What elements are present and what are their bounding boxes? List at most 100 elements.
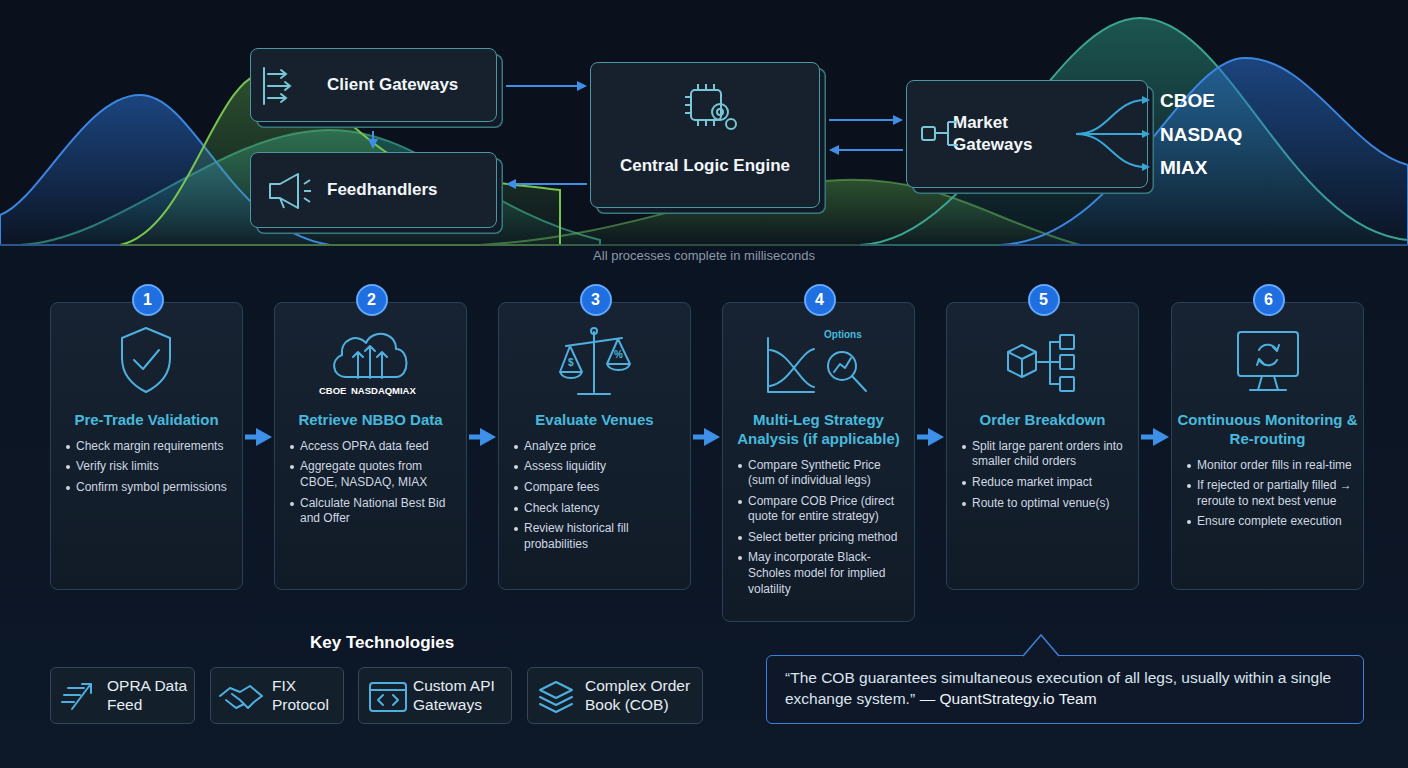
step-bullet: Review historical fill probabilities [524,521,682,552]
step-number: 4 [804,284,836,316]
chip-icons [62,684,91,709]
card-icons [334,334,406,377]
market-gateway-icon [922,127,935,140]
market-gateway-icon [922,122,958,145]
card-icons [122,328,170,392]
step-bullet: Calculate National Best Bid and Offer [300,496,458,527]
step-card: Pre-Trade ValidationCheck margin require… [50,302,243,590]
step-number-text: 1 [143,292,152,308]
engine-icon [726,119,736,129]
flow-arrow [469,435,486,440]
card-icons [1038,342,1060,384]
engine-icon [691,90,721,120]
quote-pointer [1022,635,1060,657]
venue-arrows [1076,134,1146,167]
step-card: CBOENASDAQMIAXRetrieve NBBO DataAccess O… [274,302,467,590]
flow-arrow [506,85,581,87]
card-icons [560,332,630,394]
icon-label: CBOE [319,386,346,396]
step-bullet: Compare COB Price (direct quote for enti… [748,494,906,525]
chip-icons [370,690,406,705]
step-card: Order BreakdownSplit large parent orders… [946,302,1139,590]
step-number: 1 [132,284,164,316]
step-bullet: Access OPRA data feed [300,439,458,455]
step-bullet: Aggregate quotes from CBOE, NASDAQ, MIAX [300,459,458,490]
header-band [0,0,1408,245]
technology-label: Complex Order Book (COB) [585,677,698,714]
technology-chip: Complex Order Book (COB) [527,667,703,724]
card-icons [834,358,866,391]
step-title: Multi-Leg Strategy Analysis (if applicab… [727,411,910,449]
chip-icons [540,682,572,712]
quote-pointer [1023,635,1059,656]
card-icons [1008,345,1036,377]
technology-chip: Custom API Gateways [358,667,512,724]
venue-arrows [1076,100,1146,167]
step-bullet: Confirm symbol permissions [76,480,234,496]
caption: All processes complete in milliseconds [0,248,1408,263]
step-bullet: Reduce market impact [972,475,1130,491]
card-icons [768,338,814,392]
step-bullet: If rejected or partially filled → rerout… [1197,478,1355,509]
chip-icons [62,682,572,712]
flow-arrow [372,131,374,143]
card-icons [1060,335,1074,349]
technology-chip: FIX Protocol [210,667,344,724]
step-bullet: May incorporate Black-Scholes model for … [748,550,906,597]
step-bullet: Verify risk limits [76,459,234,475]
step-number-text: 4 [815,292,824,308]
engine-icon [685,84,714,126]
technology-chip: OPRA Data Feed [50,667,195,724]
card-icons [828,352,856,380]
step-title: Continuous Monitoring & Re-routing [1176,411,1359,449]
step-number: 6 [1253,284,1285,316]
step-bullet: Route to optimal venue(s) [972,496,1130,512]
card-icons [1238,332,1298,376]
step-bullet: Compare Synthetic Price (sum of individu… [748,458,906,489]
flow-arrow [512,183,587,185]
step-number: 2 [356,284,388,316]
component-label: Central Logic Engine [620,155,790,177]
chip-icons [220,686,262,708]
venue-label: MIAX [1160,158,1208,177]
step-number-text: 5 [1039,292,1048,308]
divider-line [0,245,1408,246]
card-icons [591,328,597,334]
card-icons [1250,376,1286,390]
step-number-text: 3 [591,292,600,308]
step-number: 3 [580,284,612,316]
venue-arrows [1076,100,1146,134]
flow-arrow [917,435,934,440]
step-bullet: Assess liquidity [524,459,682,475]
step-card: $%Evaluate VenuesAnalyze priceAssess liq… [498,302,691,590]
gateway-icon [264,68,290,104]
icon-label: Options [824,330,862,340]
icon-label: NASDAQ [351,386,392,396]
quote-pointer [1022,635,1060,657]
quote-callout: “The COB guarantees simultaneous executi… [766,655,1364,724]
flow-arrow [693,435,710,440]
engine-icon [685,84,736,129]
step-bullet: Check margin requirements [76,439,234,455]
step-title: Order Breakdown [951,411,1134,430]
venue-label: CBOE [1160,91,1215,110]
step-title: Retrieve NBBO Data [279,411,462,430]
icon-label: % [614,350,623,360]
component-box: Client Gateways [250,48,497,122]
component-label: Feedhandlers [327,179,438,201]
step-bullet: Ensure complete execution [1197,514,1355,530]
connector-layer [245,86,1159,437]
step-bullet: Compare fees [524,480,682,496]
venue-label: NASDAQ [1160,125,1242,144]
component-box: Market Gateways [906,80,1148,188]
step-bullet: Select better pricing method [748,530,906,546]
step-bullet: Monitor order fills in real-time [1197,458,1355,474]
wave-decoration [860,18,1408,245]
step-bullet: Analyze price [524,439,682,455]
component-box: Feedhandlers [250,152,497,228]
step-bullet: Check latency [524,501,682,517]
engine-icon [717,109,723,115]
card-icons [1060,355,1074,369]
